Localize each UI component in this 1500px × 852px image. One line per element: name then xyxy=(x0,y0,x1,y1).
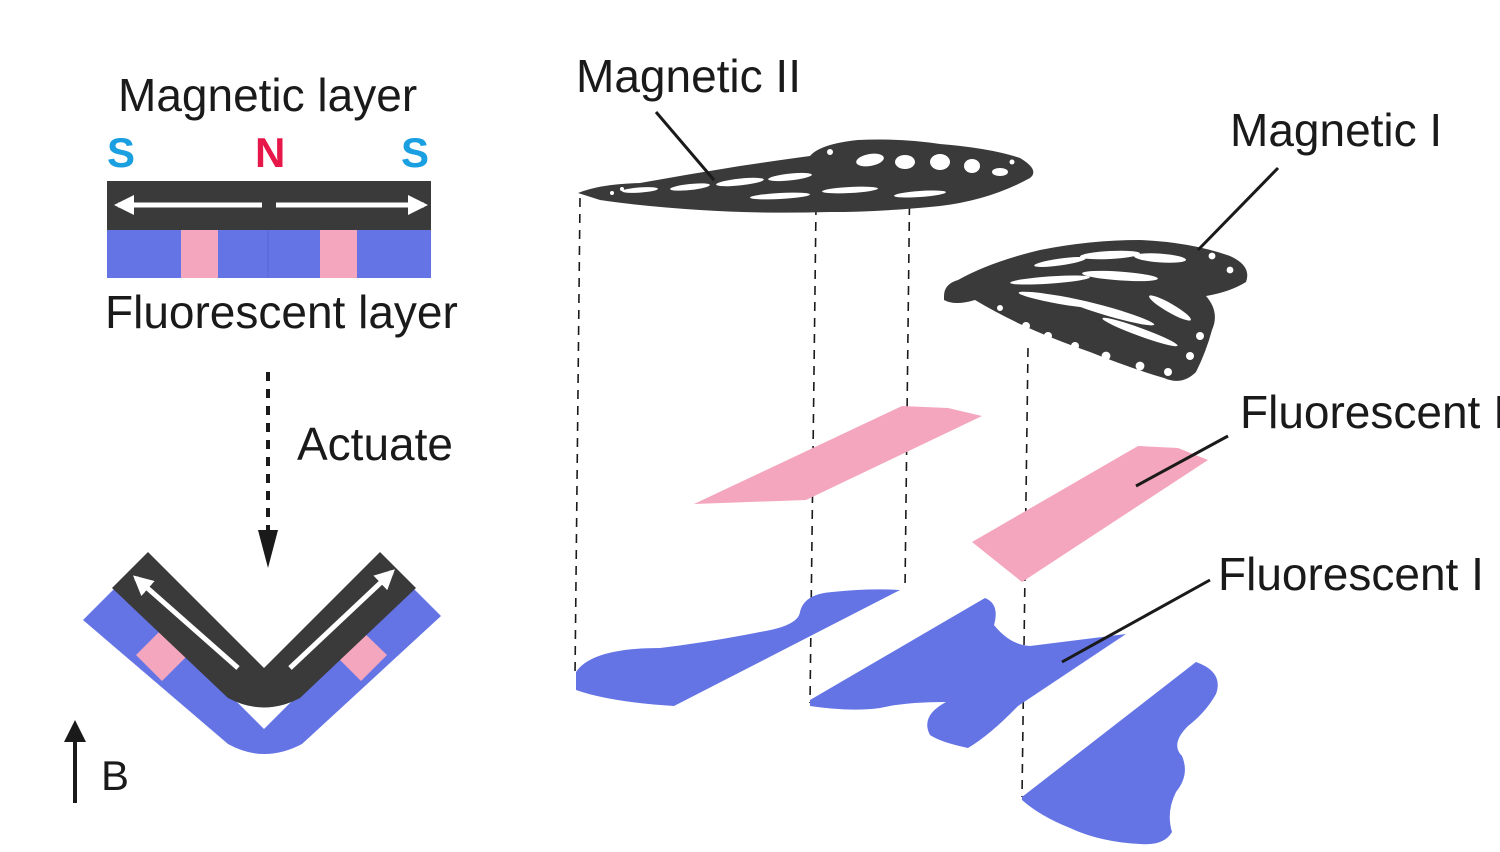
field-b-label: B xyxy=(101,752,130,799)
field-arrow xyxy=(64,720,86,803)
fluorescent-1-piece-a xyxy=(576,589,900,706)
leader-fluorescent-1 xyxy=(1061,578,1211,664)
fluorescent-pink-segment-left xyxy=(181,230,218,278)
magnetic-1-label: Magnetic I xyxy=(1230,104,1443,156)
bent-bilayer xyxy=(83,552,441,754)
fluorescent-1-piece-b xyxy=(810,598,1126,748)
fluorescent-layer-strip xyxy=(107,230,431,278)
leader-magnetic-2 xyxy=(654,111,716,181)
fluorescent-2-piece-a xyxy=(694,406,982,504)
fluorescent-1-piece-c xyxy=(1022,662,1218,845)
fluorescent-layer-label: Fluorescent layer xyxy=(105,286,458,338)
bent-magnetic-layer xyxy=(112,552,416,708)
magnetic-2-label: Magnetic II xyxy=(576,50,801,102)
actuate-arrow xyxy=(258,372,278,568)
magnetic-2-layer xyxy=(578,139,1034,213)
pole-s-right: S xyxy=(401,129,430,176)
magnetic-1-layer xyxy=(944,240,1248,381)
fluorescent-2-layer xyxy=(694,406,1208,582)
actuate-label: Actuate xyxy=(297,418,453,470)
flat-bilayer xyxy=(107,181,431,278)
fluorescent-2-label: Fluorescent I xyxy=(1240,386,1500,438)
leader-fluorescent-2 xyxy=(1135,434,1229,488)
bent-magnetization-arrow-left xyxy=(133,575,240,670)
magnetic-layer-label: Magnetic layer xyxy=(118,69,418,121)
fluorescent-1-layer xyxy=(576,589,1218,845)
fluorescent-1-label: Fluorescent I xyxy=(1218,548,1484,600)
fluorescent-pink-segment-right xyxy=(320,230,357,278)
pole-s-left: S xyxy=(107,129,136,176)
leader-lines xyxy=(654,111,1280,664)
pole-n: N xyxy=(255,129,286,176)
bent-magnetization-arrow-right xyxy=(288,569,395,670)
leader-magnetic-1 xyxy=(1196,166,1280,252)
